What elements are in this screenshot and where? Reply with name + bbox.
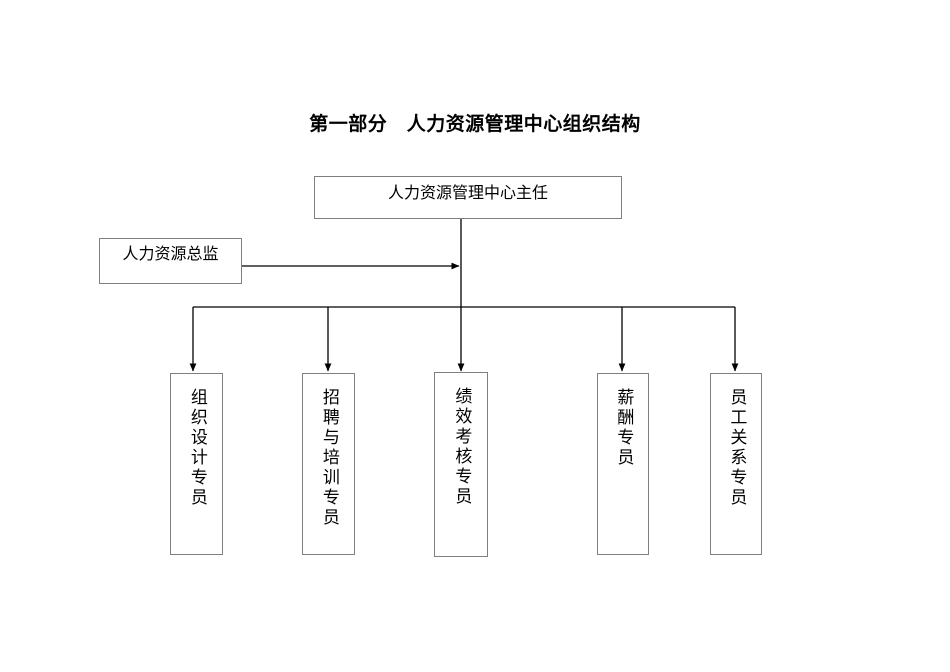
- node-employee-relations-specialist[interactable]: 员工关系专员: [710, 373, 762, 555]
- node-recruit-training-specialist-label: 招聘与培训专员: [318, 388, 339, 528]
- node-director[interactable]: 人力资源管理中心主任: [314, 176, 622, 219]
- node-performance-specialist[interactable]: 绩效考核专员: [434, 372, 488, 557]
- page-title: 第一部分 人力资源管理中心组织结构: [309, 113, 641, 135]
- node-compensation-specialist[interactable]: 薪酬专员: [597, 373, 649, 555]
- node-hr-director[interactable]: 人力资源总监: [99, 238, 242, 284]
- node-director-label: 人力资源管理中心主任: [387, 183, 548, 202]
- node-org-design-specialist[interactable]: 组织设计专员: [170, 373, 223, 555]
- node-compensation-specialist-label: 薪酬专员: [613, 388, 634, 468]
- node-org-design-specialist-label: 组织设计专员: [186, 388, 207, 508]
- node-hr-director-label: 人力资源总监: [122, 244, 219, 263]
- node-recruit-training-specialist[interactable]: 招聘与培训专员: [302, 373, 355, 555]
- node-performance-specialist-label: 绩效考核专员: [451, 387, 472, 507]
- node-employee-relations-specialist-label: 员工关系专员: [726, 388, 747, 508]
